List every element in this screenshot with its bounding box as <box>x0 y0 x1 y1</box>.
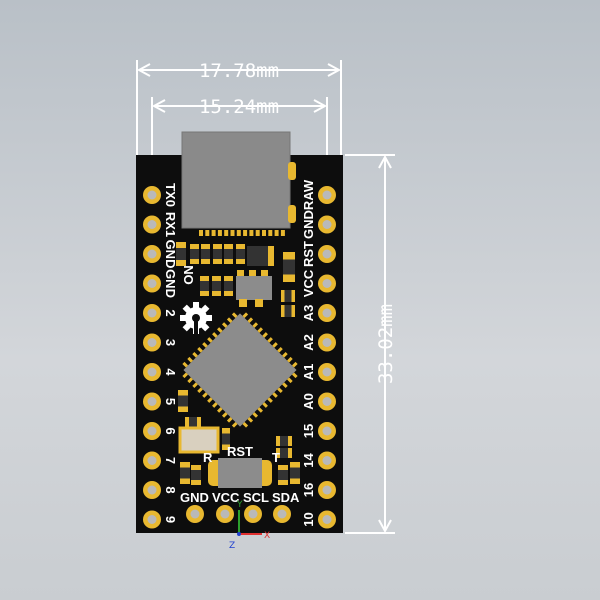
pin-label-right: GND <box>301 210 316 239</box>
open-hardware-logo-icon <box>180 302 212 334</box>
pin-label-right: 10 <box>301 512 316 526</box>
pin-label-left: RX1 <box>163 212 178 237</box>
pin-label-right: RAW <box>301 179 316 210</box>
pin-label-left: GND <box>163 269 178 298</box>
pin-label-right: 15 <box>301 424 316 438</box>
pin-label-left: 6 <box>163 427 178 434</box>
crystal <box>178 426 220 454</box>
pin-pad-right[interactable] <box>318 245 336 263</box>
no-label: NO <box>181 265 196 285</box>
pin-label-left: 7 <box>163 457 178 464</box>
pin-label-right: A3 <box>301 305 316 322</box>
pin-label-right: 14 <box>301 453 316 468</box>
axis-z-label: Z <box>229 541 235 551</box>
pin-label-right: A2 <box>301 334 316 351</box>
reset-label: RST <box>227 444 253 459</box>
pin-label-left: TX0 <box>163 183 178 207</box>
smd-components <box>176 230 300 485</box>
axis-x-label: X <box>264 531 270 541</box>
dimension-pin-spacing-label: 15.24mm <box>199 96 279 118</box>
usb-connector <box>181 131 291 229</box>
pin-pad-right[interactable] <box>318 333 336 352</box>
axis-triad-icon <box>237 510 262 536</box>
pin-label-right: RST <box>301 241 316 267</box>
pin-pad-bottom[interactable] <box>273 505 291 523</box>
pin-pad-right[interactable] <box>318 392 336 411</box>
t-label: T <box>272 450 280 465</box>
header-pins: TX0RX1GNDGND23456789RAWGNDRSTVCCA3A2A1A0… <box>143 179 336 529</box>
pin-pad-left[interactable] <box>143 304 161 322</box>
pin-pad-bottom[interactable] <box>244 505 262 523</box>
usb-shield-pad <box>288 205 296 223</box>
pin-label-left: 4 <box>163 368 178 376</box>
pin-label-left: 5 <box>163 398 178 405</box>
pin-label-left: 9 <box>163 516 178 523</box>
pin-label-bottom: VCC <box>212 490 240 505</box>
dimension-outer-width <box>136 60 342 155</box>
pin-pad-left[interactable] <box>143 481 161 499</box>
pin-pad-right[interactable] <box>318 186 336 204</box>
pin-pad-right[interactable] <box>318 510 336 529</box>
pin-pad-left[interactable] <box>143 274 161 293</box>
dimension-outer-width-label: 17.78mm <box>199 60 279 82</box>
pin-label-left: 3 <box>163 339 178 346</box>
pin-label-left: 2 <box>163 309 178 316</box>
pin-label-bottom: SDA <box>272 490 300 505</box>
pin-pad-right[interactable] <box>318 451 336 470</box>
pin-pad-right[interactable] <box>318 215 336 234</box>
usb-shield-pad <box>288 162 296 180</box>
dimension-height <box>345 154 395 534</box>
pin-pad-right[interactable] <box>318 481 336 499</box>
pin-label-left: 8 <box>163 486 178 493</box>
pin-label-right: A0 <box>301 393 316 410</box>
pin-pad-right[interactable] <box>318 422 336 440</box>
pin-label-right: 16 <box>301 483 316 497</box>
pin-pad-bottom[interactable] <box>186 505 204 523</box>
pin-pad-left[interactable] <box>143 392 161 411</box>
pin-pad-left[interactable] <box>143 215 161 234</box>
pin-pad-left[interactable] <box>143 245 161 263</box>
pin-label-bottom: SCL <box>243 490 269 505</box>
pin-pad-left[interactable] <box>143 333 161 352</box>
pin-pad-bottom[interactable] <box>216 505 234 523</box>
microcontroller-chip <box>182 312 298 428</box>
reset-button[interactable] <box>218 458 262 488</box>
axis-y-label: Y <box>236 500 243 510</box>
pin-pad-left[interactable] <box>143 451 161 470</box>
dimension-height-label: 33.02mm <box>375 304 397 384</box>
pin-label-right: A1 <box>301 364 316 381</box>
pin-pad-right[interactable] <box>318 304 336 322</box>
pin-pad-right[interactable] <box>318 363 336 381</box>
pin-pad-left[interactable] <box>143 510 161 529</box>
pin-pad-left[interactable] <box>143 422 161 440</box>
pin-pad-left[interactable] <box>143 363 161 381</box>
pin-pad-right[interactable] <box>318 274 336 293</box>
pin-pad-left[interactable] <box>143 186 161 204</box>
pin-label-left: GND <box>163 240 178 269</box>
pin-label-right: VCC <box>301 269 316 297</box>
pin-label-bottom: GND <box>180 490 209 505</box>
dimension-pin-spacing <box>151 97 328 185</box>
r-label: R <box>203 450 213 465</box>
